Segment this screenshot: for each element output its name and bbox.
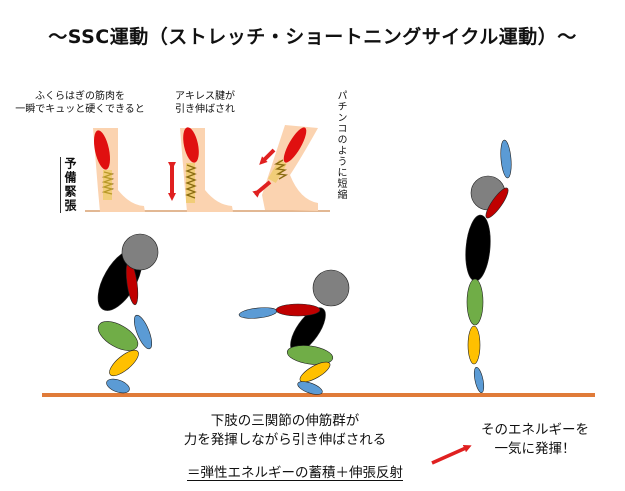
release-caption: そのエネルギーを 一気に発揮！ [470, 421, 600, 459]
caption-line: ふくらはぎの筋肉を [35, 91, 125, 102]
caption-line: アキレス腱が [175, 91, 235, 102]
stick-figure-jump [465, 139, 512, 394]
caption-line: 一瞬でキュッと硬くできると [15, 104, 145, 115]
stick-figure-squat [238, 269, 350, 395]
stick-figure-crouch [97, 233, 159, 394]
caption-line: 一気に発揮！ [494, 441, 576, 457]
caption-line: 下肢の三関節の伸筋群が [210, 413, 360, 429]
energy-equation: ＝弾性エネルギーの蓄積＋伸張反射 [187, 465, 403, 481]
leg-illustration-2 [168, 127, 233, 212]
caption-line: そのエネルギーを [481, 422, 589, 438]
caption-achilles: アキレス腱が 引き伸ばされ [175, 90, 245, 116]
pretension-label: 予備緊張 [60, 157, 79, 213]
caption-line: 力を発揮しながら引き伸ばされる [183, 432, 387, 448]
diagram-title: 〜SSC運動（ストレッチ・ショートニングサイクル運動）〜 [48, 26, 577, 48]
leg-illustration-1 [93, 128, 145, 212]
caption-slingshot: パチンコのように短縮 [335, 90, 346, 200]
release-arrow [431, 444, 472, 465]
leg-illustration-3 [252, 125, 318, 211]
extensor-caption: 下肢の三関節の伸筋群が 力を発揮しながら引き伸ばされる [170, 412, 400, 450]
caption-calf-muscle: ふくらはぎの筋肉を 一瞬でキュッと硬くできると [10, 90, 150, 116]
caption-line: 引き伸ばされ [175, 104, 235, 115]
